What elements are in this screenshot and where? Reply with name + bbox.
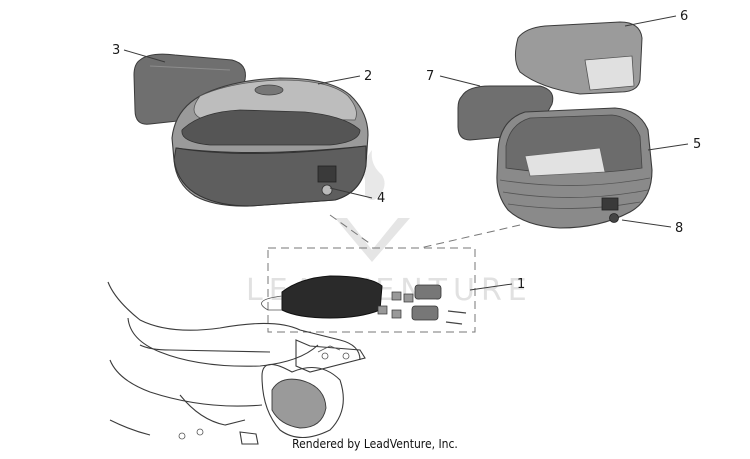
callout-leaders <box>123 15 689 291</box>
callout-1: 1 <box>517 277 525 292</box>
callout-3: 3 <box>112 43 120 58</box>
callout-2: 2 <box>364 69 372 84</box>
callout-7: 7 <box>426 69 434 84</box>
render-credit: Rendered by LeadVenture, Inc. <box>292 437 458 451</box>
assembly-guide-lines <box>329 214 521 249</box>
callout-6: 6 <box>680 9 688 24</box>
part-5-top-case-right <box>496 107 653 229</box>
part-2-top-case-left <box>171 77 369 207</box>
callout-5: 5 <box>693 137 701 152</box>
part-1-mounting-kit <box>261 247 476 333</box>
part-6-top-lid <box>514 21 643 95</box>
callout-labels: 3 2 4 1 5 6 7 8 <box>112 9 701 292</box>
callout-4: 4 <box>377 191 385 206</box>
scooter-rear-outline <box>107 281 366 445</box>
hardware-spacers <box>377 284 467 325</box>
callout-8: 8 <box>675 221 683 236</box>
